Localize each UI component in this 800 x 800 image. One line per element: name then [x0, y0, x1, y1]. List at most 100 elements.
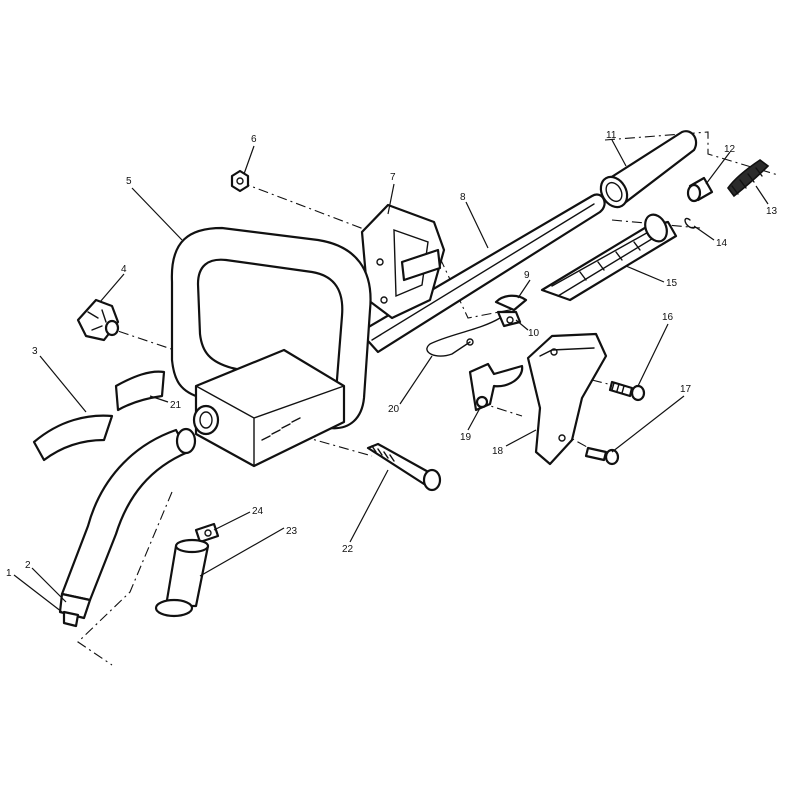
handle-cover-hole-a [550, 348, 558, 356]
trigger-pivot [475, 395, 489, 409]
part-handle-cover [526, 332, 608, 466]
shaft-channel-rail [551, 229, 661, 297]
callout-14: 14 [716, 238, 728, 249]
bolt-head [422, 468, 442, 492]
callout-21: 21 [170, 400, 182, 411]
part-lower-tube [58, 427, 197, 628]
leader-7 [387, 183, 395, 215]
leader-1 [13, 574, 63, 613]
bolt-thread [371, 445, 395, 462]
leader-12 [705, 151, 731, 185]
leader-18 [505, 429, 537, 447]
clamp-body [194, 522, 220, 544]
screw-16-head [630, 384, 646, 402]
part-screw-17 [584, 446, 620, 466]
leader-13 [755, 185, 769, 205]
leader-14 [693, 225, 715, 241]
callout-22: 22 [342, 544, 354, 555]
handle-cover-body [526, 332, 608, 466]
clamp-hole [204, 529, 212, 537]
coupler-top [174, 538, 210, 554]
callout-6: 6 [251, 134, 257, 145]
leader-24 [213, 511, 251, 531]
shaft-channel-ring [644, 213, 668, 243]
housing-bracket-hole-a [376, 258, 384, 266]
callout-20: 20 [388, 404, 400, 415]
leader-23 [199, 527, 285, 577]
leader-17 [611, 395, 685, 453]
part-housing-bracket [360, 203, 446, 320]
part-shaft-channel [540, 213, 678, 302]
part-clamp [194, 522, 220, 544]
leader-6 [243, 145, 255, 175]
callout-19: 19 [460, 432, 472, 443]
callout-24: 24 [252, 506, 264, 517]
part-retaining-clip [684, 217, 695, 229]
wire-terminal [466, 338, 474, 346]
callout-1: 1 [6, 568, 12, 579]
hex-nut-hole [236, 177, 244, 185]
main-shaft-highlight [371, 203, 595, 341]
part-bolt [366, 442, 442, 492]
hex-nut-body [230, 169, 250, 193]
leader-20 [399, 355, 433, 405]
callout-7: 7 [390, 172, 396, 183]
centerline-upper-shaft [604, 131, 779, 176]
callout-labels: 1 2 3 4 5 6 7 8 9 10 11 12 13 14 15 16 1… [6, 130, 778, 579]
part-switch [496, 310, 522, 328]
centerline-lower-tube [77, 491, 173, 666]
d-handle-mount-ribs [261, 417, 301, 441]
callout-9: 9 [524, 270, 530, 281]
bushing-face [686, 183, 702, 203]
callout-12: 12 [724, 144, 736, 155]
callout-16: 16 [662, 312, 674, 323]
switch-terminal [506, 316, 514, 324]
part-grip-sleeve [599, 130, 698, 209]
switch-cap-body [494, 294, 528, 312]
part-knob [76, 298, 120, 342]
spring-coil [727, 159, 770, 198]
leader-9 [517, 279, 531, 299]
leader-21 [149, 395, 169, 403]
coupler-base [154, 598, 194, 618]
wire-lead [426, 317, 501, 357]
d-handle-tube-socket [192, 404, 220, 436]
callout-5: 5 [126, 176, 132, 187]
callout-4: 4 [121, 264, 127, 275]
centerline-handle-bolt [261, 424, 373, 457]
part-spring [727, 159, 770, 198]
d-handle-tube-socket-inner [199, 411, 213, 429]
part-cushion-grip-3 [32, 414, 114, 462]
cushion-grip-3-body [32, 414, 114, 462]
knob-stud [104, 319, 120, 337]
housing-bracket-hole-b [380, 296, 388, 304]
spring-coil-lines [731, 167, 763, 195]
leader-15 [625, 265, 665, 283]
callout-15: 15 [666, 278, 678, 289]
switch-body [496, 310, 522, 328]
part-hex-nut [230, 169, 250, 193]
housing-bracket-tab [400, 248, 442, 282]
part-trigger [468, 362, 524, 412]
leader-2 [31, 567, 67, 603]
cushion-grip-21-body [114, 370, 166, 412]
leader-11 [611, 139, 627, 167]
screw-17-shank [584, 446, 608, 462]
part-wire [426, 317, 501, 357]
main-shaft-tube [358, 193, 606, 354]
callout-11: 11 [606, 130, 617, 141]
d-handle-mount-edge [195, 385, 345, 467]
part-coupler [154, 538, 210, 618]
shaft-channel-ribs [579, 241, 641, 281]
part-switch-cap [494, 294, 528, 312]
leader-5 [131, 187, 183, 241]
leader-4 [99, 273, 125, 303]
handle-cover-hole-b [558, 434, 566, 442]
shaft-channel-body [540, 220, 678, 302]
grip-sleeve-body [608, 130, 698, 207]
lower-tube-body [60, 428, 190, 602]
callout-23: 23 [286, 526, 298, 537]
callout-18: 18 [492, 446, 504, 457]
leader-19 [467, 407, 481, 431]
leader-10 [515, 319, 529, 331]
